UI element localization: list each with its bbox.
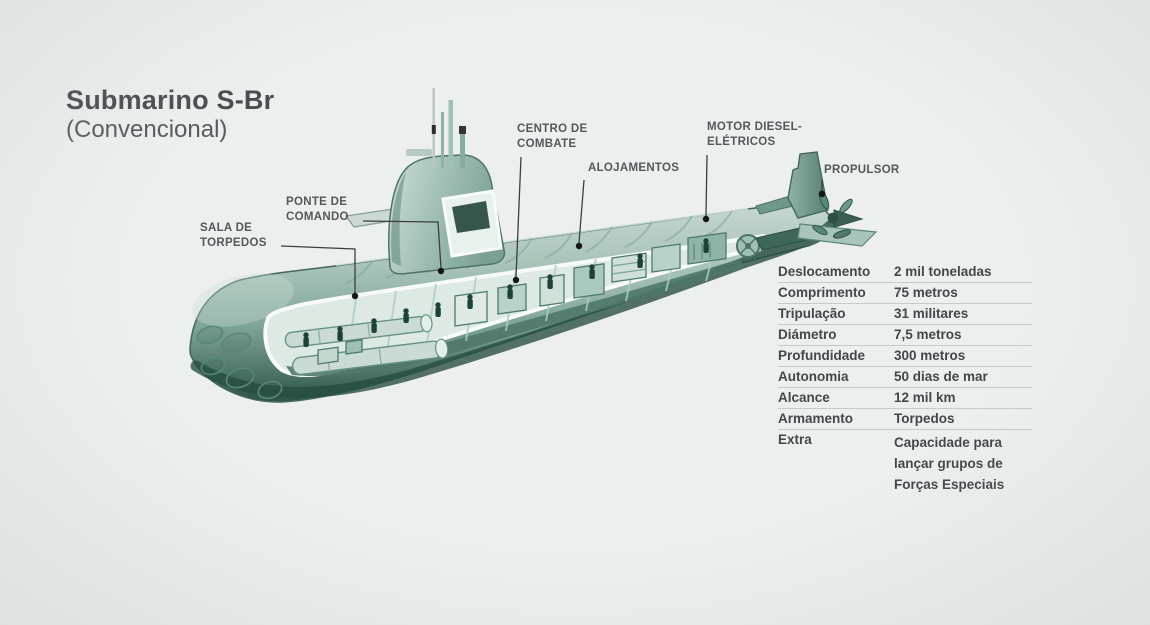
motor-wheel xyxy=(736,234,760,258)
stabilizer-left xyxy=(755,227,807,251)
rudder-fin xyxy=(787,151,829,219)
dot-alojamentos xyxy=(575,242,583,250)
torpedo-hatches xyxy=(196,325,283,400)
callout-motor-diesel-eletricos: MOTOR DIESEL- ELÉTRICOS xyxy=(707,121,803,148)
spec-label: Autonomia xyxy=(778,369,849,384)
spec-row-deslocamento: Deslocamento 2 mil toneladas xyxy=(778,262,1032,283)
callout-alojamentos: ALOJAMENTOS xyxy=(588,162,680,174)
torpedo-tubes xyxy=(284,314,449,376)
bow-highlight xyxy=(192,273,294,327)
page-title: Submarino S-Br xyxy=(66,85,275,115)
leader-sala-de-torpedos xyxy=(280,245,356,293)
spec-row-extra: Extra Capacidade para lançar grupos de F… xyxy=(778,430,1032,497)
spec-row-diametro: Diámetro 7,5 metros xyxy=(778,325,1032,346)
callout-leader-lines xyxy=(280,154,823,293)
callout-sala-de-torpedos: SALA DE TORPEDOS xyxy=(200,222,267,249)
spec-value: 2 mil toneladas xyxy=(894,264,992,279)
leader-ponte-de-comando xyxy=(362,220,442,269)
page-subtitle: (Convencional) xyxy=(66,115,228,143)
callout-dots xyxy=(351,190,826,300)
spec-row-armamento: Armamento Torpedos xyxy=(778,409,1032,430)
spec-label: Armamento xyxy=(778,411,854,426)
dot-propulsor xyxy=(818,190,826,198)
spec-row-autonomia: Autonomia 50 dias de mar xyxy=(778,367,1032,388)
spec-value: Capacidade para lançar grupos de Forças … xyxy=(894,435,1005,492)
leader-alojamentos xyxy=(578,179,585,244)
spec-row-comprimento: Comprimento 75 metros xyxy=(778,283,1032,304)
spec-label: Diámetro xyxy=(778,327,837,342)
spec-value: 12 mil km xyxy=(894,390,956,405)
sail xyxy=(344,88,506,275)
title-block: Submarino S-Br (Convencional) xyxy=(66,85,275,143)
dot-motor-diesel xyxy=(702,215,710,223)
callout-centro-de-combate: CENTRO DE COMBATE xyxy=(517,123,588,150)
spec-value: 50 dias de mar xyxy=(894,369,988,384)
spec-value: 300 metros xyxy=(894,348,966,363)
callout-propulsor: PROPULSOR xyxy=(824,164,900,176)
spec-label: Deslocamento xyxy=(778,264,871,279)
spec-row-tripulacao: Tripulação 31 militares xyxy=(778,304,1032,325)
spec-value: Torpedos xyxy=(894,411,955,426)
spec-label: Extra xyxy=(778,432,812,447)
leader-centro-de-combate xyxy=(515,156,522,278)
spec-label: Tripulação xyxy=(778,306,846,321)
hull-keel-shadow xyxy=(190,220,836,398)
dot-ponte-de-comando xyxy=(437,267,445,275)
spec-label: Profundidade xyxy=(778,348,865,363)
spec-table: Deslocamento 2 mil toneladas Comprimento… xyxy=(778,262,1032,497)
spec-label: Comprimento xyxy=(778,285,866,300)
tail-assembly xyxy=(755,151,878,251)
bridge-window xyxy=(452,201,490,233)
equipment-blocks xyxy=(317,231,727,365)
periscope-masts xyxy=(431,88,466,168)
dot-sala-de-torpedos xyxy=(351,292,359,300)
spec-row-profundidade: Profundidade 300 metros xyxy=(778,346,1032,367)
propeller-hub xyxy=(827,212,839,224)
spec-label: Alcance xyxy=(778,390,830,405)
dot-centro-de-combate xyxy=(512,276,520,284)
spec-value: 7,5 metros xyxy=(894,327,962,342)
cutaway-interior xyxy=(263,231,767,377)
spec-row-alcance: Alcance 12 mil km xyxy=(778,388,1032,409)
spec-value: 75 metros xyxy=(894,285,958,300)
spec-value: 31 militares xyxy=(894,306,969,321)
propeller xyxy=(812,190,864,239)
leader-motor-diesel xyxy=(705,154,708,217)
sail-top-stub xyxy=(406,149,432,156)
crew-figures xyxy=(303,238,709,347)
callout-ponte-de-comando: PONTE DE COMANDO xyxy=(286,196,349,223)
sail-shading xyxy=(391,172,406,266)
